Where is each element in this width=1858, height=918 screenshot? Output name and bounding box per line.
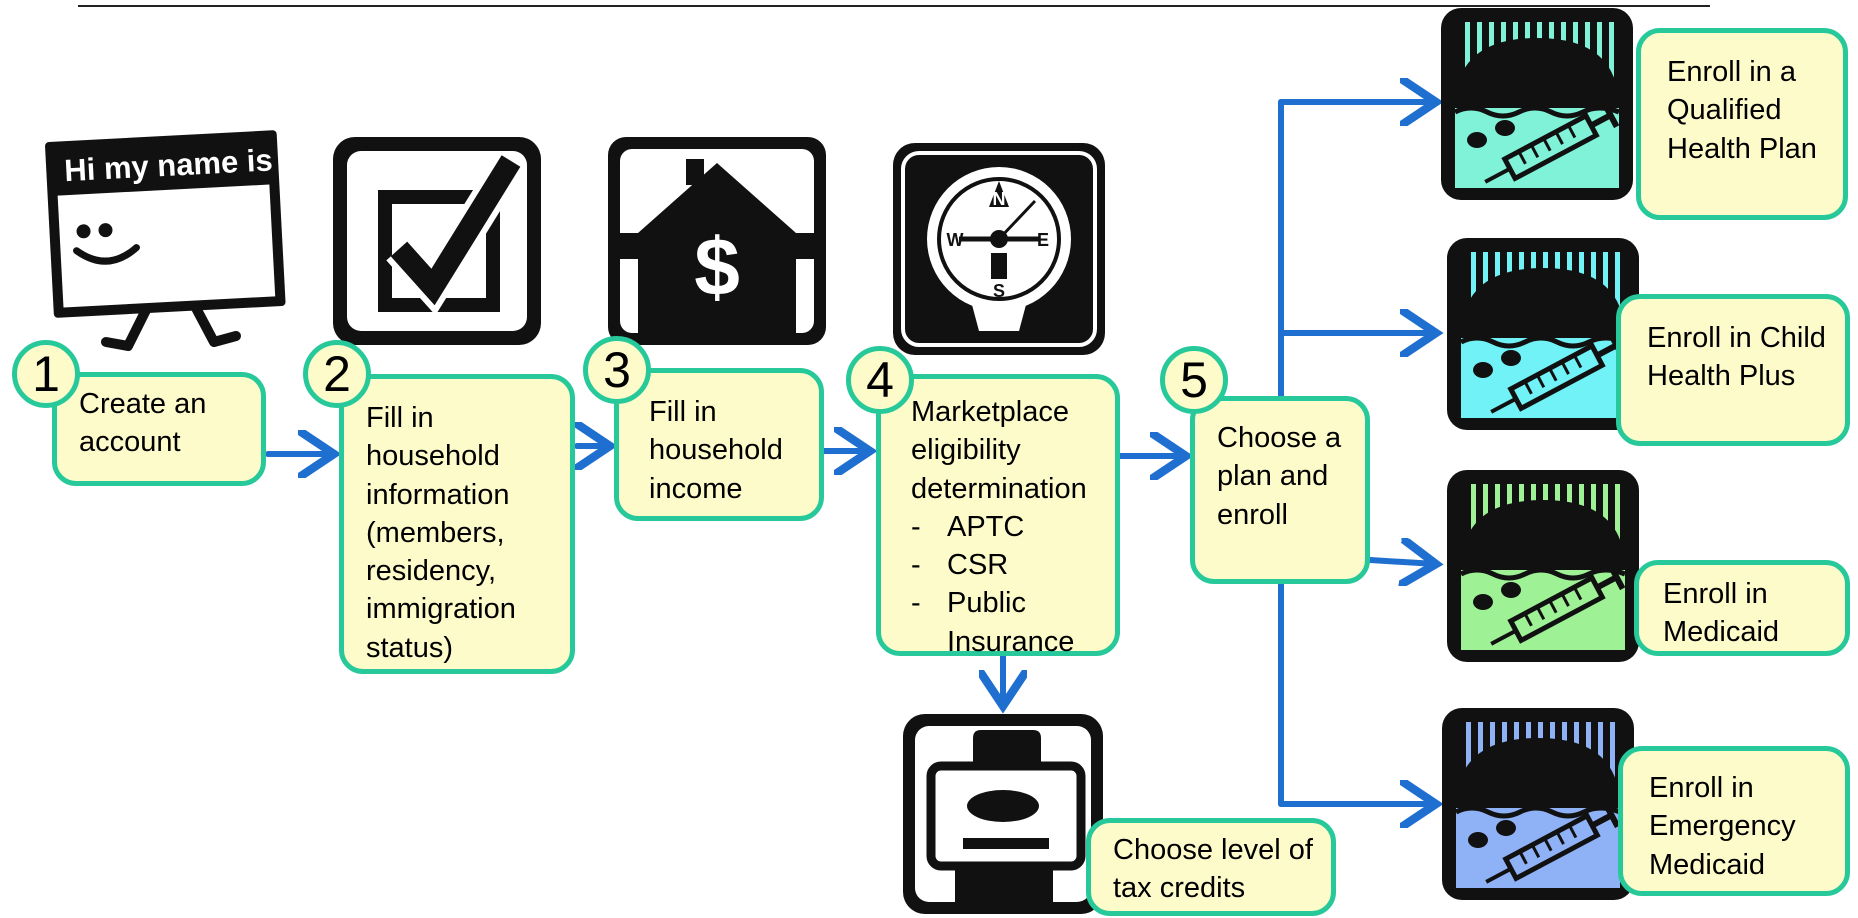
step-1-number: 1 [12, 340, 80, 408]
compass-icon: N S E W [893, 143, 1105, 355]
step-3-label: Fill in household income [649, 396, 783, 505]
dollar-symbol: $ [694, 222, 740, 313]
checkbox-icon [333, 137, 541, 345]
outcome-chp-box: Enroll in Child Health Plus [1616, 294, 1850, 446]
compass-n: N [993, 189, 1006, 209]
compass-w: W [947, 230, 964, 250]
step-3-box: Fill in household income [614, 368, 824, 521]
step-2-number: 2 [303, 340, 371, 408]
hand-card-icon [903, 714, 1103, 914]
arrow-to-medicaid [1367, 560, 1436, 564]
step-4-number: 4 [846, 346, 914, 414]
medical-kit-icon-medicaid [1447, 470, 1639, 662]
step-2-box: Fill in household information (members, … [339, 374, 575, 674]
step-5-label: Choose a plan and enroll [1217, 422, 1342, 531]
top-rule [78, 5, 1710, 7]
outcome-qhp-box: Enroll in a Qualified Health Plan [1636, 28, 1848, 220]
step-4-bullets: APTC CSR Public Insurance [911, 508, 1103, 661]
step-5-box: Choose a plan and enroll [1190, 396, 1370, 584]
step-4-box: Marketplace eligibility determination AP… [876, 374, 1120, 658]
medical-kit-icon-qhp [1441, 8, 1633, 200]
medical-kit-icon-emergency [1442, 708, 1634, 900]
name-tag-icon: Hi my name is [45, 130, 286, 351]
outcome-medicaid-label: Enroll in Medicaid [1663, 578, 1780, 649]
tax-credit-box: Choose level of tax credits [1086, 818, 1336, 916]
house-dollar-icon: $ [608, 137, 826, 345]
compass-e: E [1037, 230, 1049, 250]
outcome-medicaid-box: Enroll in Medicaid [1634, 560, 1850, 656]
step-2-label: Fill in household information (members, … [366, 402, 516, 664]
tax-credit-label: Choose level of tax credits [1113, 834, 1313, 905]
outcome-emergency-box: Enroll in Emergency Medicaid [1618, 746, 1850, 896]
step-3-number: 3 [583, 336, 651, 404]
step-5-number: 5 [1160, 346, 1228, 414]
step-4-label: Marketplace eligibility determination [911, 396, 1087, 505]
step-1-label: Create an account [79, 388, 207, 459]
step-1-box: Create an account [52, 372, 266, 486]
outcome-chp-label: Enroll in Child Health Plus [1647, 322, 1826, 393]
step-4-bullet-csr: CSR [911, 546, 1103, 585]
compass-s: S [993, 281, 1005, 301]
step-4-bullet-public: Public Insurance [911, 584, 1103, 661]
outcome-emergency-label: Enroll in Emergency Medicaid [1649, 772, 1796, 881]
outcome-qhp-label: Enroll in a Qualified Health Plan [1667, 56, 1817, 165]
step-4-bullet-aptc: APTC [911, 508, 1103, 547]
medical-kit-icon-chp [1447, 238, 1639, 430]
